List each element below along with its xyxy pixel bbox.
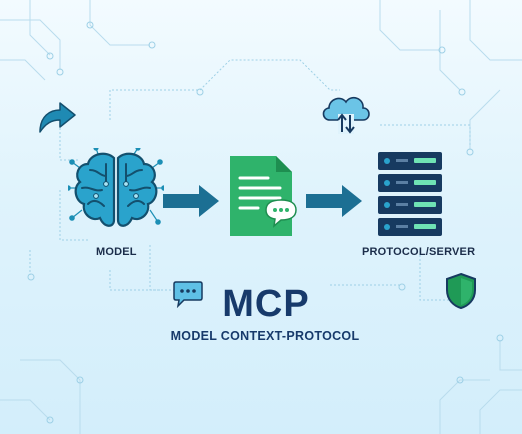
cloud-sync-icon xyxy=(322,96,370,134)
server-rack-icon xyxy=(378,152,442,236)
protocol-server-label: PROTOCOL/SERVER xyxy=(362,246,476,258)
diagram-title: MCP xyxy=(222,283,310,325)
brain-icon xyxy=(68,148,164,227)
chat-bubble-icon xyxy=(173,281,203,308)
arrow-right-icon xyxy=(163,185,219,217)
diagram-subtitle: MODEL CONTEXT-PROTOCOL xyxy=(170,329,360,343)
curved-arrow-icon xyxy=(39,102,76,133)
model-label: MODEL xyxy=(96,246,137,258)
shield-check-icon xyxy=(446,272,476,310)
document-chat-icon xyxy=(230,156,297,236)
arrow-right-icon xyxy=(306,185,362,217)
